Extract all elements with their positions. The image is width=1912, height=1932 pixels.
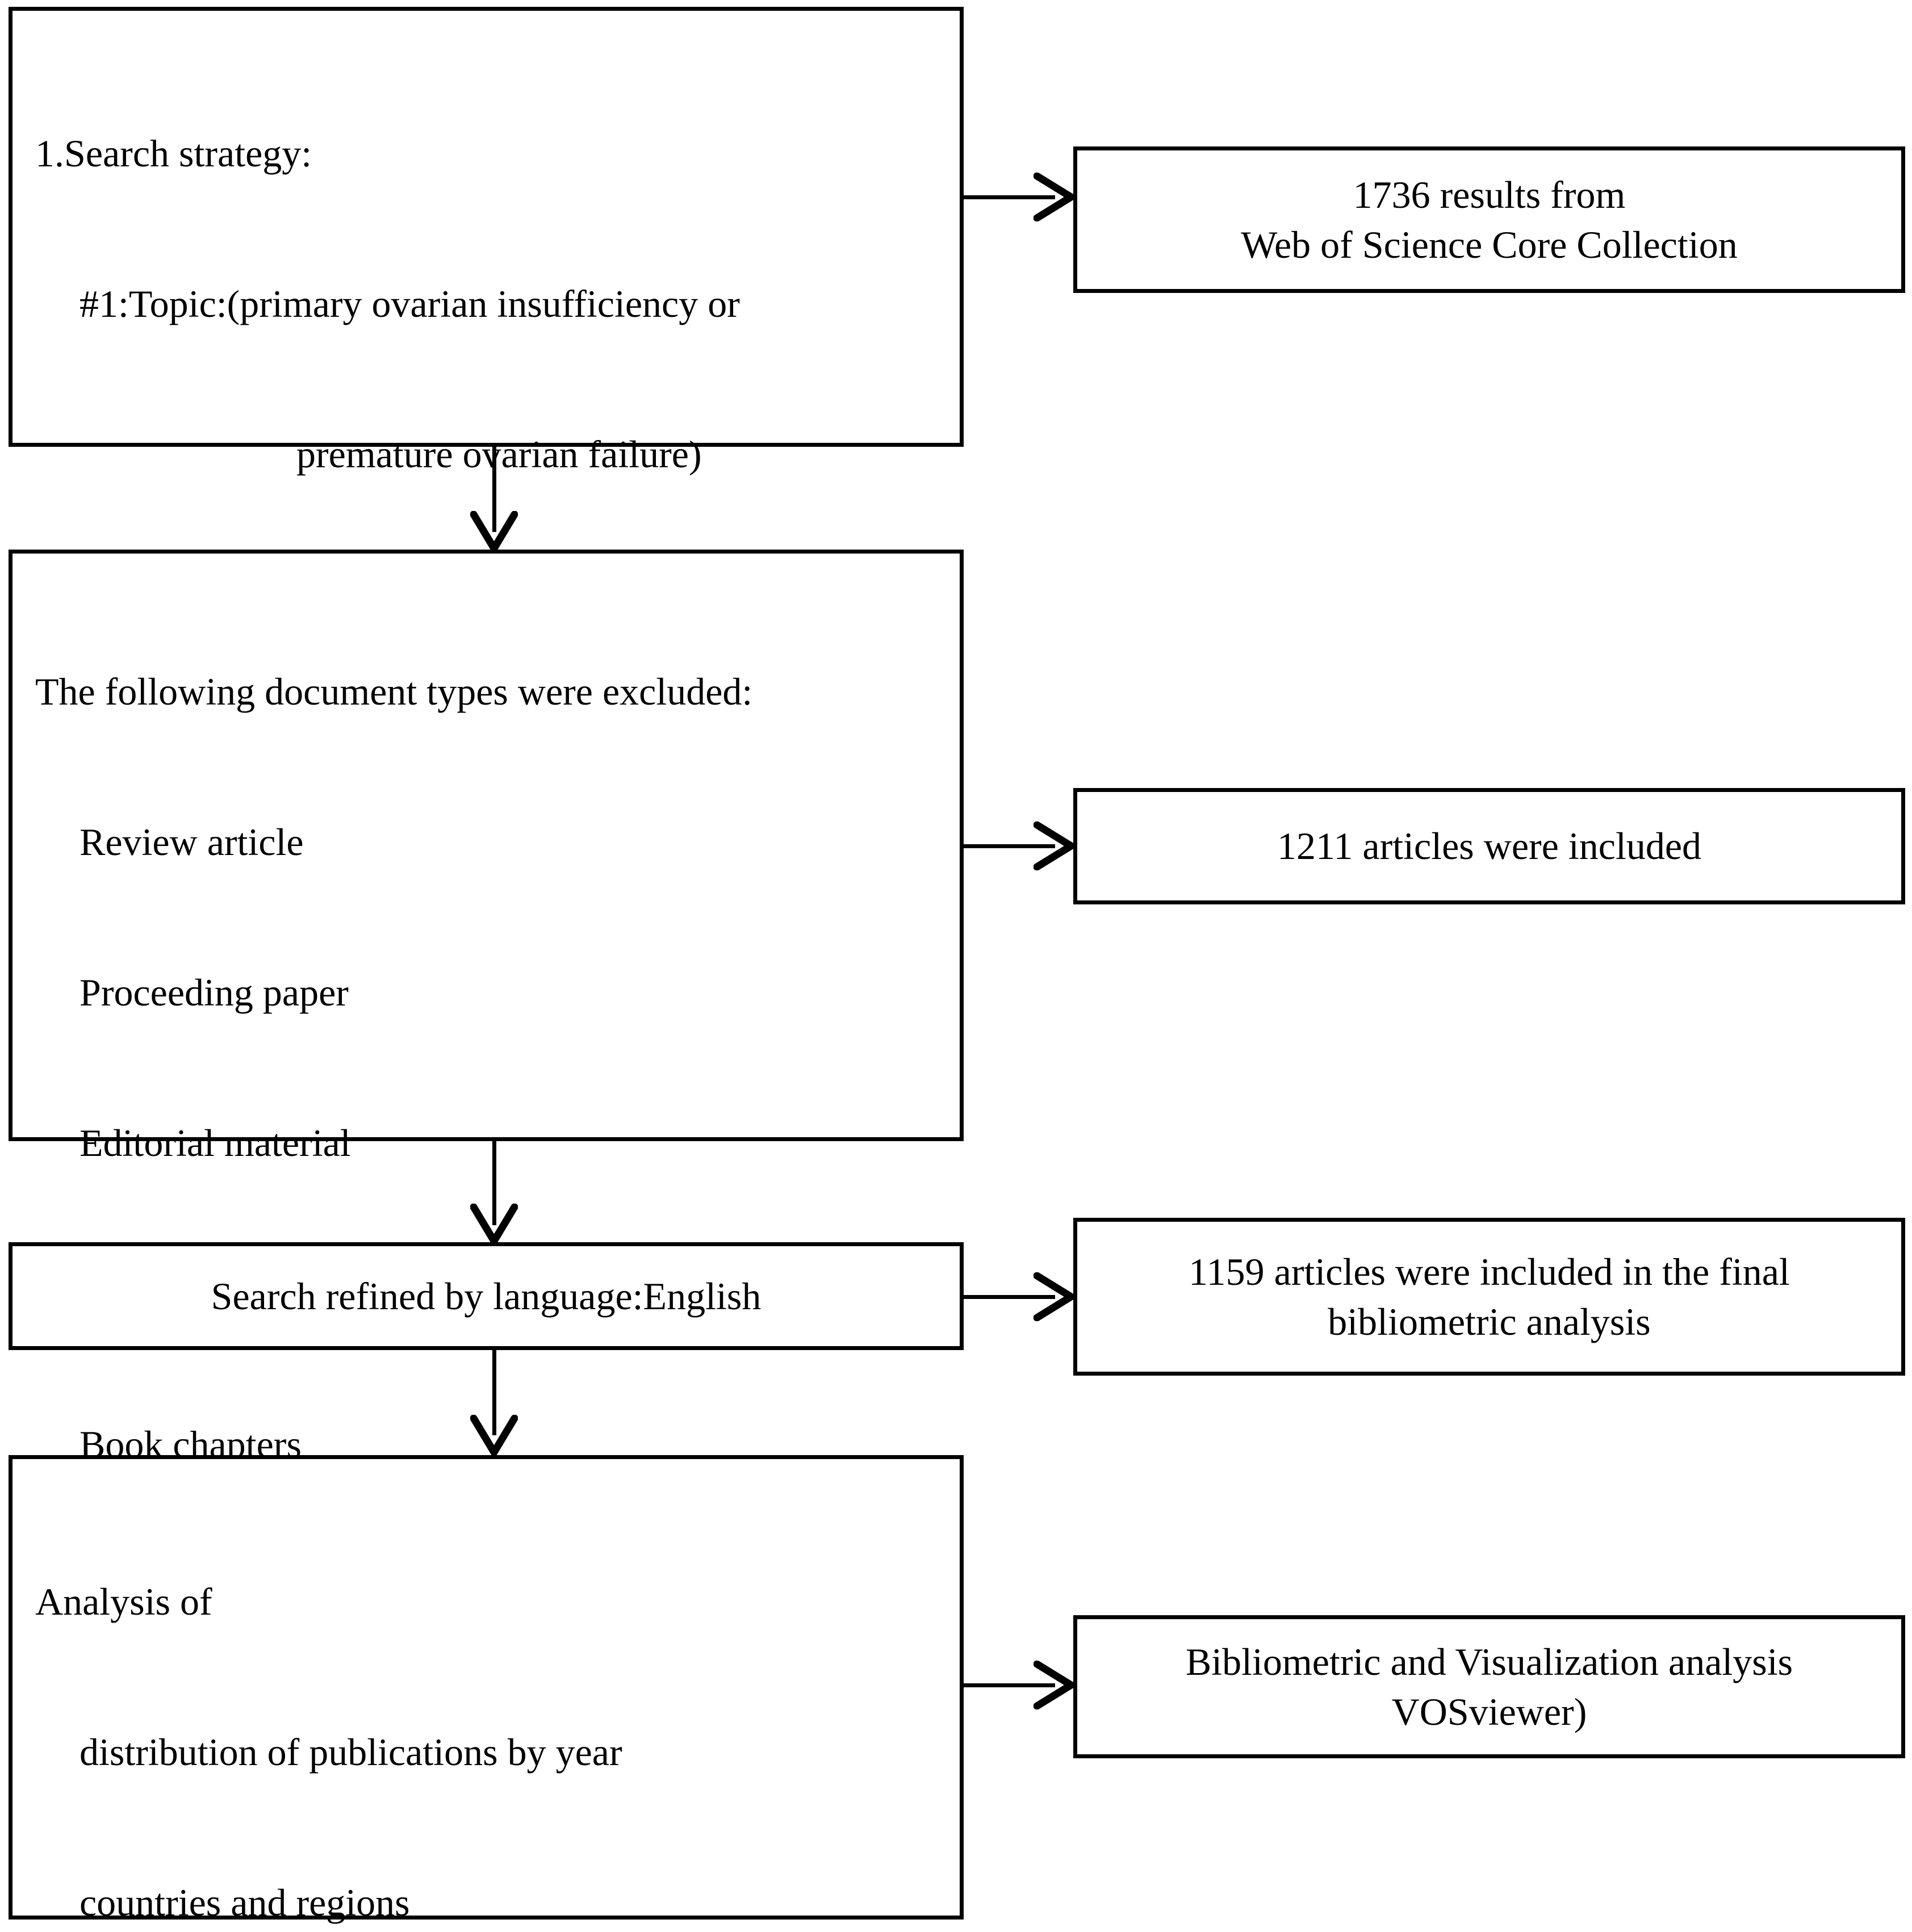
- articles-included-text: 1211 articles were included: [1077, 792, 1901, 900]
- final-articles-included-box[interactable]: 1159 articles were included in the final…: [1073, 1218, 1905, 1376]
- excluded-item-2: Editorial material: [80, 1121, 351, 1165]
- analysis-item-0: distribution of publications by year: [80, 1730, 622, 1774]
- articles-included-box[interactable]: 1211 articles were included: [1073, 788, 1905, 904]
- arrowhead-down-icon: [470, 1204, 518, 1247]
- arrowhead-right-icon: [1034, 822, 1077, 870]
- results-count-line: 1736 results from: [1353, 173, 1626, 216]
- results-web-of-science-text: 1736 results from Web of Science Core Co…: [1077, 150, 1901, 289]
- analysis-item-1: countries and regions: [80, 1881, 410, 1925]
- results-source-line: Web of Science Core Collection: [1241, 223, 1738, 266]
- excluded-item-0: Review article: [80, 820, 304, 864]
- final-articles-line-2: bibliometric analysis: [1328, 1300, 1651, 1343]
- language-refinement-box[interactable]: Search refined by language:English: [9, 1242, 964, 1350]
- arrowhead-down-icon: [470, 511, 518, 554]
- analysis-scope-box[interactable]: Analysis of distribution of publications…: [9, 1455, 964, 1924]
- articles-included-line: 1211 articles were included: [1277, 824, 1702, 868]
- search-strategy-line-1: 1.Search strategy:: [35, 131, 312, 175]
- language-refinement-line: Search refined by language:English: [211, 1274, 762, 1318]
- bibliometric-tool-line-1: Bibliometric and Visualization analysis: [1185, 1640, 1793, 1683]
- bibliometric-visualization-text: Bibliometric and Visualization analysis …: [1077, 1619, 1901, 1754]
- results-web-of-science-box[interactable]: 1736 results from Web of Science Core Co…: [1073, 146, 1905, 293]
- analysis-scope-text: Analysis of distribution of publications…: [35, 1476, 948, 1932]
- final-articles-included-text: 1159 articles were included in the final…: [1077, 1222, 1901, 1372]
- excluded-item-1: Proceeding paper: [80, 971, 349, 1015]
- search-strategy-line-3: premature ovarian failure): [296, 433, 702, 476]
- language-refinement-text: Search refined by language:English: [12, 1246, 960, 1346]
- arrowhead-right-icon: [1034, 1272, 1077, 1321]
- bibliometric-visualization-tool-box[interactable]: Bibliometric and Visualization analysis …: [1073, 1615, 1905, 1758]
- arrowhead-right-icon: [1034, 1661, 1077, 1709]
- excluded-heading: The following document types were exclud…: [35, 669, 753, 713]
- bibliometric-tool-line-2: VOSviewer): [1391, 1690, 1587, 1733]
- final-articles-line-1: 1159 articles were included in the final: [1189, 1250, 1790, 1293]
- arrowhead-down-icon: [470, 1415, 518, 1458]
- search-strategy-box[interactable]: 1.Search strategy: #1:Topic:(primary ova…: [9, 7, 964, 1078]
- search-strategy-line-2: #1:Topic:(primary ovarian insufficiency …: [80, 282, 740, 325]
- arrowhead-right-icon: [1034, 173, 1077, 221]
- excluded-document-types-box[interactable]: The following document types were exclud…: [9, 550, 964, 1917]
- analysis-heading: Analysis of: [35, 1579, 212, 1623]
